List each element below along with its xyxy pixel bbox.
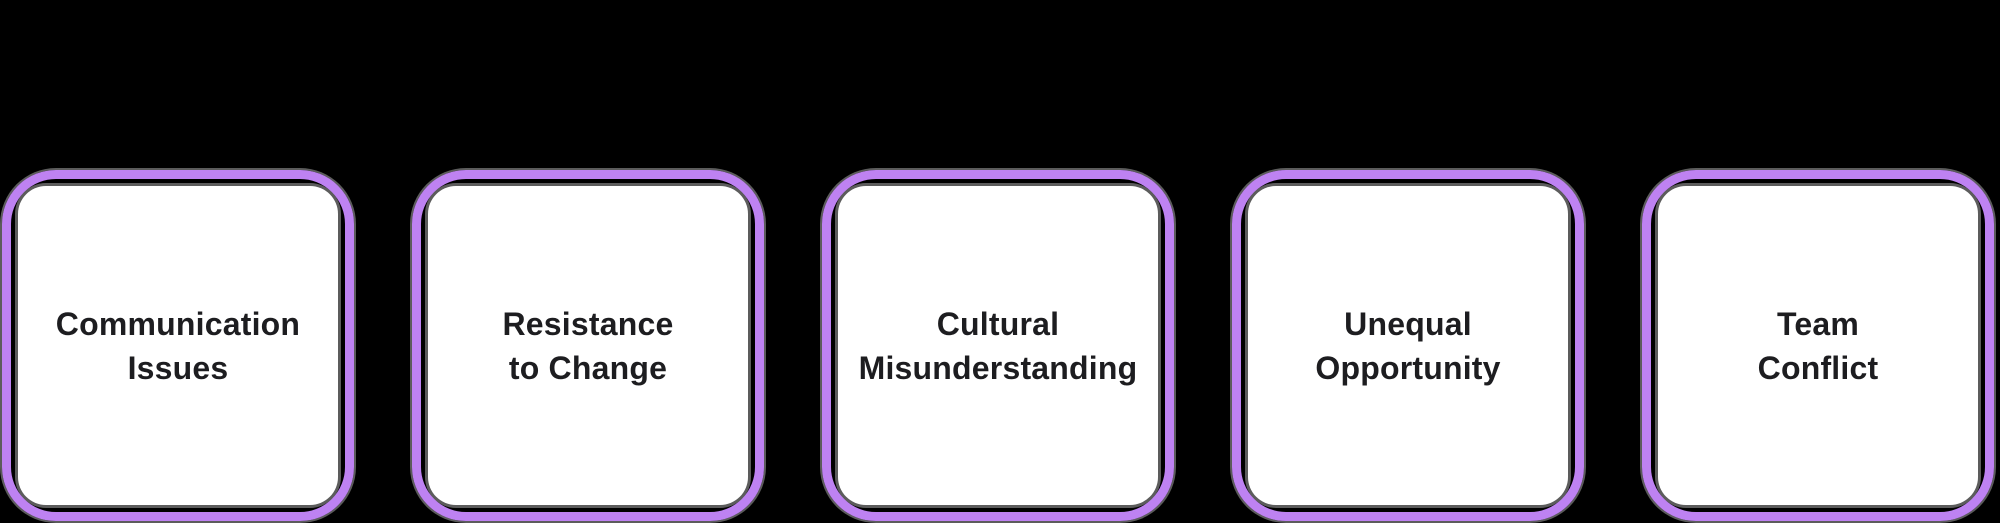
- node-label: Team Conflict: [1758, 302, 1879, 390]
- node-label-line-1: Communication: [55, 305, 301, 342]
- node-communication-issues: Communication Issues: [2, 170, 354, 521]
- node-resistance-to-change: Resistance to Change: [412, 170, 764, 521]
- node-label: Communication Issues: [56, 302, 300, 390]
- node-label: Resistance to Change: [503, 302, 674, 390]
- node-label-line-2: Misunderstanding: [858, 349, 1138, 386]
- node-label-line-2: Conflict: [1757, 349, 1879, 386]
- node-label-line-1: Cultural: [936, 305, 1060, 342]
- node-team-conflict: Team Conflict: [1642, 170, 1994, 521]
- node-team-conflict-body: Team Conflict: [1658, 186, 1978, 505]
- node-label: Unequal Opportunity: [1315, 302, 1500, 390]
- node-label-line-1: Unequal: [1344, 305, 1472, 342]
- node-resistance-to-change-body: Resistance to Change: [428, 186, 748, 505]
- node-label: Cultural Misunderstanding: [859, 302, 1138, 390]
- node-cultural-misunderstanding: Cultural Misunderstanding: [822, 170, 1174, 521]
- diagram-nodes-row: Communication Issues Resistance to Chang…: [2, 170, 1994, 521]
- node-label-line-1: Resistance: [502, 305, 674, 342]
- node-label-line-2: to Change: [508, 349, 668, 386]
- node-unequal-opportunity: Unequal Opportunity: [1232, 170, 1584, 521]
- node-unequal-opportunity-body: Unequal Opportunity: [1248, 186, 1568, 505]
- node-label-line-2: Opportunity: [1315, 349, 1501, 386]
- node-communication-issues-body: Communication Issues: [18, 186, 338, 505]
- node-cultural-misunderstanding-body: Cultural Misunderstanding: [838, 186, 1158, 505]
- node-label-line-2: Issues: [127, 349, 229, 386]
- node-label-line-1: Team: [1776, 305, 1859, 342]
